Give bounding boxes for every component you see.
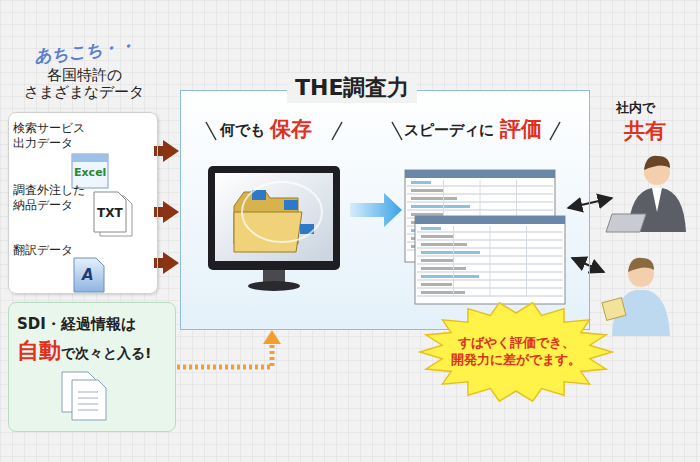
table-cell [421, 227, 441, 230]
document-line [78, 398, 98, 399]
main-panel-fill [180, 90, 590, 330]
table-col-line [490, 226, 491, 296]
step-label: 何でも [220, 121, 265, 140]
table-col-line [453, 226, 454, 296]
input-arrow [154, 258, 169, 268]
monitor-bezel [208, 166, 340, 270]
person-hair [628, 258, 654, 272]
step-label: スピーディに [404, 121, 494, 140]
node-text: 調査外注した 納品データ [13, 183, 103, 213]
sdi-panel: SDI・経過情報は自動で次々と入る! [8, 302, 176, 432]
laptop [606, 214, 646, 232]
bracket-slash [392, 122, 402, 140]
document-line [78, 410, 98, 411]
icon-label: TXT [97, 206, 123, 220]
source-panel-fill [8, 112, 158, 294]
callout-text: すばやく評価でき、 開発力に差がでます。 [446, 335, 586, 369]
node-text: で次々と入る! [61, 345, 151, 363]
icon-label: Excel [74, 166, 106, 179]
document-line [78, 404, 98, 405]
starburst-outline [420, 303, 612, 401]
monitor-screen [215, 173, 333, 261]
node-text: SDI・経過情報は [17, 315, 167, 334]
excel-icon [72, 154, 108, 188]
input-arrow [154, 207, 169, 217]
auto-feed-arrow [177, 340, 272, 367]
source-item: 調査外注した 納品データ [13, 183, 153, 241]
icon-label: A [82, 266, 94, 284]
table-cell [421, 275, 479, 278]
person-shirt [652, 188, 662, 212]
monitor-base [248, 281, 300, 291]
bracket-slash [550, 122, 560, 140]
input-arrow [154, 146, 169, 156]
document-lines [78, 392, 98, 410]
screenshot-rows [417, 226, 563, 296]
handwritten-note: あちこち・・ [33, 35, 137, 69]
bracket-slash [206, 122, 216, 140]
panel-title: THE調査力 [287, 73, 417, 103]
node-text: 翻訳データ [13, 243, 103, 258]
flow-arrow [350, 193, 402, 227]
table-cell [411, 189, 444, 192]
table-cell [421, 243, 467, 246]
person-hair [644, 156, 670, 170]
table-cell [411, 197, 457, 200]
table-col-line [526, 226, 527, 296]
translation-icon [74, 258, 104, 292]
screenshot-titlebar [405, 170, 555, 178]
excel-icon-bar [72, 154, 108, 162]
table-cell [421, 235, 454, 238]
node-text: 検索サービス 出力データ [13, 121, 103, 151]
share-label: 社内で [616, 99, 655, 117]
table-cell [411, 181, 431, 184]
document-icon [72, 380, 106, 420]
txt-icon [94, 192, 126, 232]
table-cell [421, 259, 453, 262]
paper-sheet [602, 298, 626, 321]
table-cell [411, 205, 470, 208]
share-arrow [568, 198, 612, 208]
computer-icon [284, 200, 298, 210]
table-cell [421, 283, 452, 286]
sdi-panel-fill [8, 302, 176, 432]
screenshot-window [415, 216, 565, 304]
screenshot-titlebar [415, 216, 565, 224]
emphasis-text: 自動 [17, 336, 61, 366]
bracket-slash [332, 122, 342, 140]
share-emphasis: 共有 [624, 117, 666, 145]
table-cell [421, 267, 466, 270]
panel-heading: 各国特許の さまざまなデータ [9, 67, 159, 102]
step-emphasis: 保存 [270, 115, 312, 143]
callout-starburst: すばやく評価でき、 開発力に差がでます。 [418, 300, 614, 404]
table-cell [421, 291, 465, 294]
folder-front [234, 212, 302, 252]
step-emphasis: 評価 [500, 115, 542, 143]
table-cell [421, 251, 480, 254]
share-arrow [572, 258, 604, 272]
network-ring [242, 182, 322, 242]
document-line [78, 392, 98, 393]
